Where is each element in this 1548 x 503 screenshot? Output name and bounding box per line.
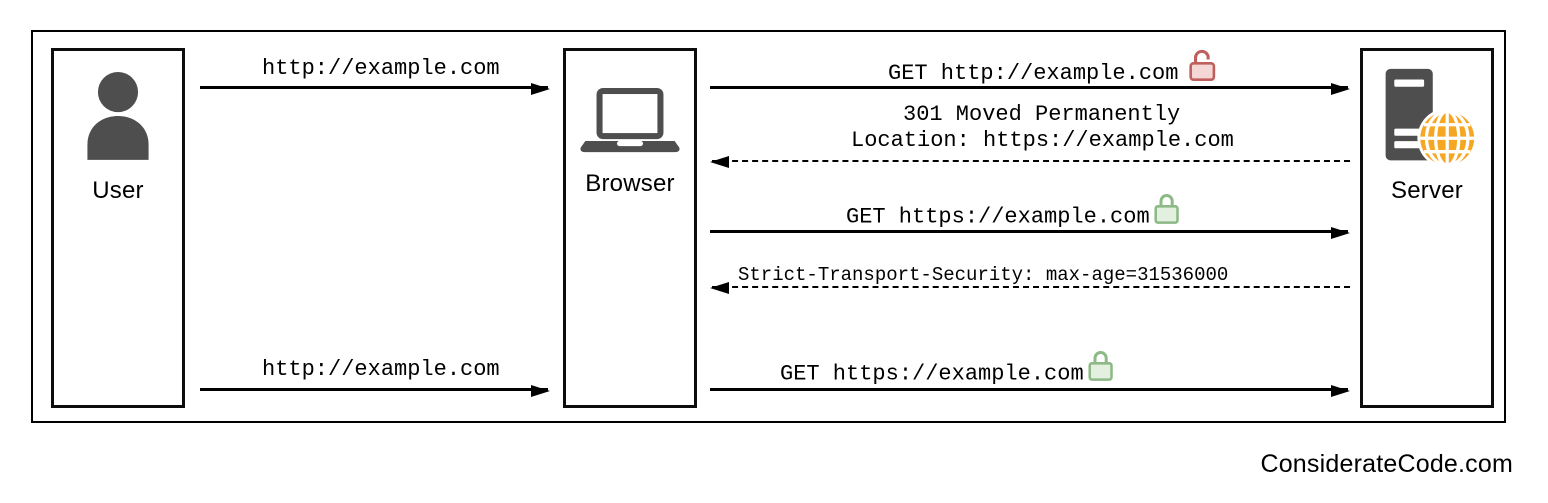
server-globe-icon <box>1374 67 1480 174</box>
actor-server: Server <box>1360 48 1494 408</box>
message-arrow-browser-to-server-3 <box>710 385 1350 397</box>
message-label-get-https-1: GET https://example.com <box>846 194 1181 233</box>
arrowhead-right-icon <box>531 385 550 397</box>
person-icon <box>75 67 161 168</box>
message-label-301-line1: 301 Moved Permanently <box>903 102 1181 127</box>
arrowhead-right-icon <box>1331 83 1350 95</box>
message-label-301-line2: Location: https://example.com <box>851 128 1234 153</box>
closed-green-lock-icon <box>1086 349 1115 390</box>
message-label-http-request-2: http://example.com <box>262 357 500 382</box>
arrowhead-right-icon <box>531 83 550 95</box>
actor-user: User <box>51 48 185 408</box>
message-label-http-request-1: http://example.com <box>262 56 500 81</box>
arrowhead-right-icon <box>1331 227 1350 239</box>
message-arrow-server-to-browser-2 <box>710 282 1350 294</box>
actor-server-label: Server <box>1391 177 1463 204</box>
message-label-hsts-header: Strict-Transport-Security: max-age=31536… <box>738 264 1229 286</box>
message-label-get-http: GET http://example.com <box>888 49 1217 90</box>
open-red-lock-icon <box>1187 48 1217 90</box>
closed-green-lock-icon <box>1152 192 1181 233</box>
laptop-icon <box>574 88 686 159</box>
actor-browser-label: Browser <box>585 170 675 197</box>
arrowhead-right-icon <box>1331 385 1350 397</box>
message-arrow-user-to-browser-2 <box>200 385 550 397</box>
diagram-frame <box>31 30 1506 423</box>
footer-site-credit: ConsiderateCode.com <box>1260 450 1513 478</box>
actor-browser: Browser <box>563 48 697 408</box>
message-arrow-user-to-browser-1 <box>200 83 550 95</box>
message-arrow-browser-to-server-2 <box>710 227 1350 239</box>
message-label-get-https-2: GET https://example.com <box>780 351 1115 390</box>
message-arrow-browser-to-server-1 <box>710 83 1350 95</box>
arrowhead-left-icon <box>710 282 729 294</box>
message-arrow-server-to-browser-1 <box>710 156 1350 168</box>
arrowhead-left-icon <box>710 156 729 168</box>
actor-user-label: User <box>92 177 144 204</box>
